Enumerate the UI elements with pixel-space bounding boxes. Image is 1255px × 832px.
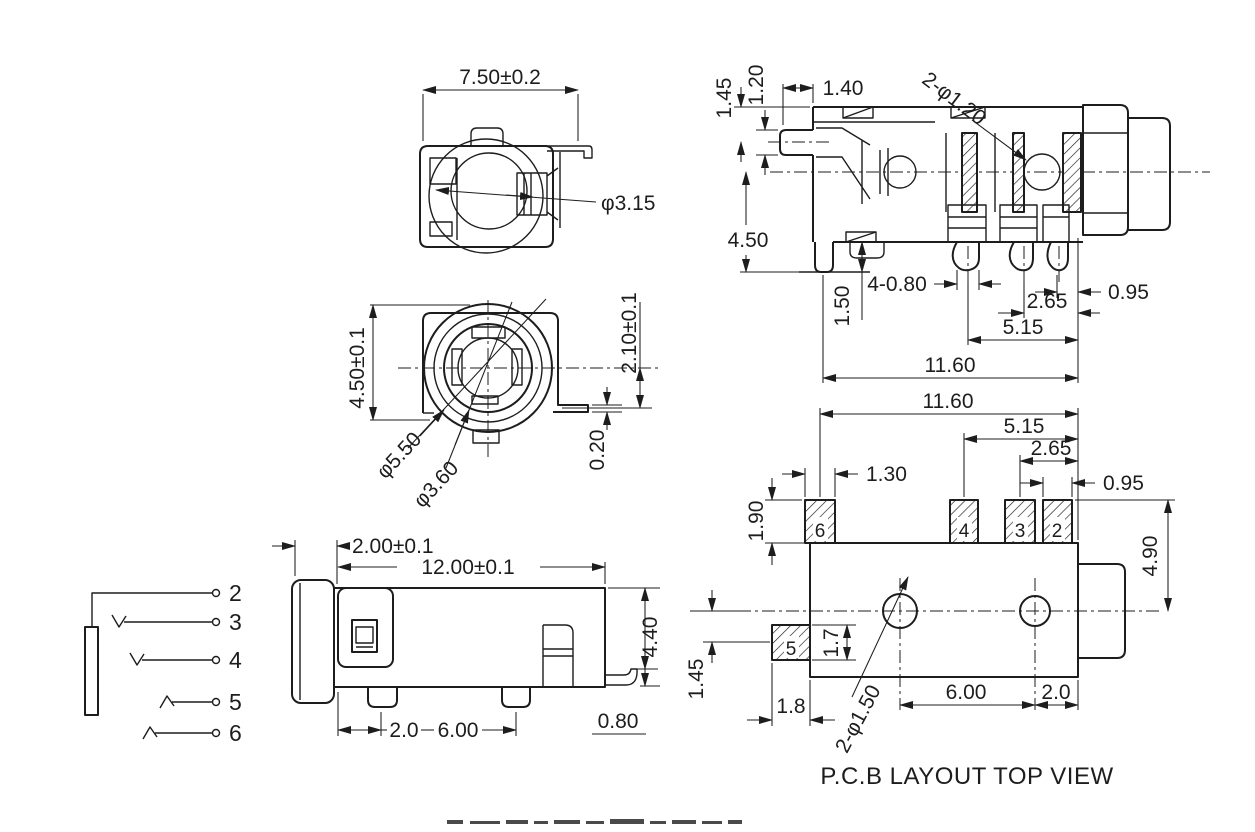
dim-pcb-holes: 2-φ1.50 — [831, 681, 886, 756]
dim-pcb-hole-pitch: 6.00 — [946, 681, 987, 704]
jack-plug-symbol — [84, 626, 99, 716]
dim-pcb-p130: 1.30 — [866, 463, 907, 486]
dim-sleeve: 2.00±0.1 — [352, 535, 434, 558]
pad-label-2: 2 — [1052, 521, 1063, 542]
dim-pcb-p18: 1.8 — [776, 695, 805, 718]
pcb-hole-2 — [1019, 595, 1051, 627]
pad-label-4: 4 — [959, 521, 970, 542]
dim-width: 7.50±0.2 — [459, 66, 541, 89]
dim-pcb-body-h: 4.90 — [1139, 536, 1162, 577]
view-side: 2.00±0.1 12.00±0.1 4.40 0.80 2.0 6.00 — [272, 535, 662, 742]
pin-label-3: 3 — [229, 609, 242, 635]
dim-pin-drop: 1.45 — [713, 78, 736, 119]
dim-pcb-pad-h: 1.90 — [745, 501, 768, 542]
dim-pcb-p145: 1.45 — [685, 659, 708, 700]
dim-outer-dia: φ5.50 — [372, 428, 426, 484]
view-front-section: 7.50±0.2 φ3.15 — [419, 66, 656, 254]
dim-inner-dia: φ3.60 — [409, 457, 463, 513]
clipped-caption-fragment — [447, 819, 742, 824]
dim-center-flange: 2.10±0.1 — [618, 292, 641, 374]
pad-label-3: 3 — [1015, 521, 1026, 542]
dim-pin-thk: 1.20 — [745, 65, 768, 106]
pin-label-6: 6 — [229, 720, 242, 746]
view-front: 4.50±0.1 2.10±0.1 0.20 φ5.50 φ3.60 — [346, 292, 660, 512]
side-dimensions: 2.00±0.1 12.00±0.1 4.40 0.80 2.0 6.00 — [272, 535, 662, 742]
dim-pcb-p265: 2.65 — [1031, 437, 1072, 460]
dim-pcb-total: 11.60 — [923, 390, 974, 413]
dim-pin-proj: 1.40 — [823, 77, 864, 100]
view-side-section: 1.40 1.45 1.20 2-φ1.20 4.50 1.50 4-0.80 — [713, 65, 1210, 383]
dim-foot-pitch: 6.00 — [438, 719, 479, 742]
pad-label-6: 6 — [815, 521, 826, 542]
dim-hole-dia: φ3.15 — [601, 192, 656, 215]
pcb-dimensions: 11.60 5.15 2.65 1.30 0.95 1.90 4.90 — [685, 390, 1175, 757]
dim-pcb-p17: 1.7 — [820, 628, 843, 657]
dim-foot-offset: 2.0 — [389, 719, 418, 742]
dim-pcb-p095: 0.95 — [1103, 472, 1144, 495]
side-part-outline — [291, 579, 638, 708]
dim-total: 11.60 — [925, 354, 976, 377]
dim-leg: 0.80 — [598, 710, 639, 733]
dim-length: 12.00±0.1 — [421, 556, 514, 579]
dim-pcb-hole-edge: 2.0 — [1041, 681, 1070, 704]
dim-pcb-p515: 5.15 — [1004, 415, 1045, 438]
side-section-part-outline — [768, 104, 1210, 282]
pin-label-2: 2 — [229, 580, 242, 606]
front-section-dimensions: 7.50±0.2 φ3.15 — [422, 66, 656, 215]
dim-height: 4.40 — [639, 617, 662, 658]
view-pin-schematic: 2 3 4 5 6 — [84, 580, 242, 746]
pcb-part-outline: 6 4 3 2 5 — [690, 499, 1160, 710]
dim-p095: 0.95 — [1108, 281, 1149, 304]
dim-height: 4.50±0.1 — [346, 327, 369, 409]
pin-label-5: 5 — [229, 689, 242, 715]
dim-pin-width: 4-0.80 — [867, 273, 927, 296]
dim-standoff: 1.50 — [831, 286, 854, 327]
pin-label-4: 4 — [229, 647, 242, 673]
front-section-part-outline — [419, 127, 593, 254]
dim-p515: 5.15 — [1003, 316, 1044, 339]
pad-label-5: 5 — [786, 639, 797, 660]
dim-holes: 2-φ1.20 — [918, 68, 990, 130]
dim-p265: 2.65 — [1027, 290, 1068, 313]
front-part-outline — [398, 300, 660, 458]
dim-center-height: 4.50 — [728, 229, 769, 252]
dim-flange-thk: 0.20 — [586, 430, 609, 471]
view-pcb-layout: 6 4 3 2 5 11.60 5.15 2.65 1.30 — [685, 390, 1175, 790]
pcb-caption: P.C.B LAYOUT TOP VIEW — [820, 763, 1113, 790]
